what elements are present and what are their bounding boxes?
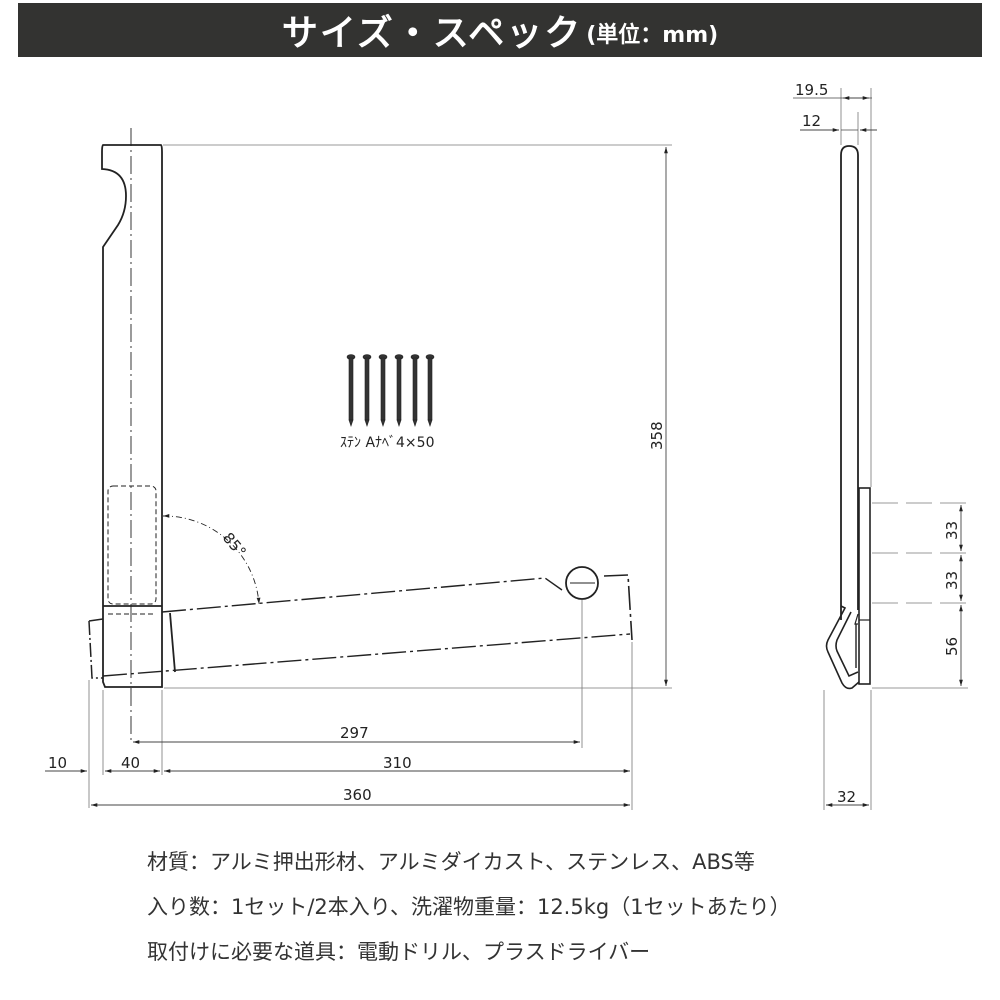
- extension-lines: [88, 144, 672, 810]
- screw-icon: [394, 354, 404, 427]
- screw-icon: [410, 354, 420, 427]
- screws-illustration: ｽﾃﾝ Aﾅﾍﾞ4×50: [340, 354, 435, 451]
- side-extension-lines: [823, 88, 968, 810]
- dim-arm-length: 310: [383, 754, 412, 772]
- screw-icon: [362, 354, 372, 427]
- dim-bottom-to-hole: 56: [943, 637, 961, 656]
- spec-list: 材質：アルミ押出形材、アルミダイカスト、ステンレス、ABS等 入り数：1セット/…: [147, 840, 791, 975]
- title-banner: サイズ・スペック (単位：mm): [18, 3, 982, 57]
- dim-height: 358: [648, 421, 666, 450]
- dim-arm-reach: 297: [340, 724, 369, 742]
- screw-icon: [378, 354, 388, 427]
- dim-hole-spacing-2: 33: [943, 571, 961, 590]
- spec-quantity: 入り数：1セット/2本入り、洗濯物重量：12.5kg（1セットあたり）: [147, 895, 791, 919]
- dim-overall-width: 360: [343, 786, 372, 804]
- unit-note: (単位：mm): [586, 23, 719, 48]
- side-view: [825, 145, 871, 690]
- page-title: サイズ・スペック: [281, 13, 583, 54]
- screw-icon: [346, 354, 356, 427]
- dim-pole-thickness: 12: [802, 112, 821, 130]
- front-view: [88, 128, 633, 740]
- dim-top-depth: 19.5: [795, 81, 828, 99]
- pole-outline: [101, 144, 163, 688]
- screw-icon: [425, 354, 435, 427]
- dim-offset: 10: [48, 754, 67, 772]
- dim-pole-width: 40: [121, 754, 140, 772]
- dim-hole-spacing-1: 33: [943, 521, 961, 540]
- spec-material: 材質：アルミ押出形材、アルミダイカスト、ステンレス、ABS等: [147, 850, 755, 874]
- angle-label: 85°: [219, 529, 250, 561]
- dim-base-depth: 32: [837, 788, 856, 806]
- spec-tools: 取付けに必要な道具：電動ドリル、プラスドライバー: [147, 940, 651, 964]
- screw-label: ｽﾃﾝ Aﾅﾍﾞ4×50: [340, 435, 434, 451]
